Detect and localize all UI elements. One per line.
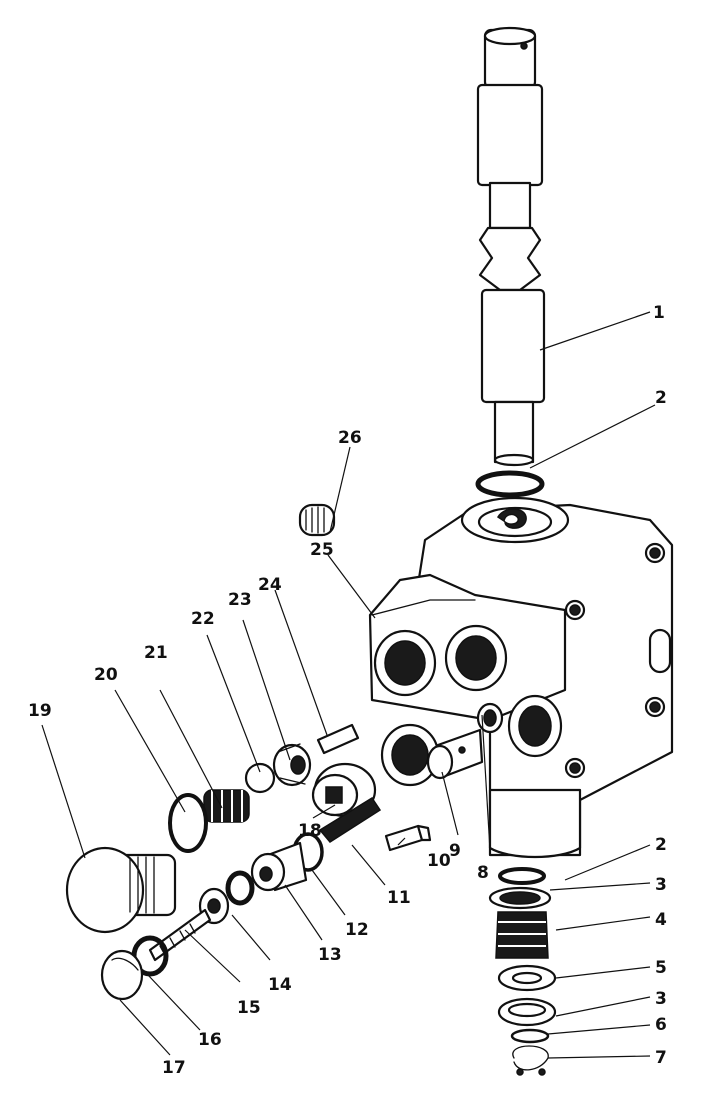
callout-4: 4 xyxy=(655,910,667,930)
plug-part-8 xyxy=(476,702,504,734)
ball-part-22 xyxy=(244,762,276,794)
plug-part-26 xyxy=(298,503,336,537)
cap-nut-part-17 xyxy=(100,949,144,1001)
callout-1: 1 xyxy=(653,303,665,323)
o-ring-part-20 xyxy=(168,793,208,853)
leader-lines xyxy=(41,311,656,1059)
callout-26: 26 xyxy=(338,428,362,448)
callout-16: 16 xyxy=(198,1030,222,1050)
piston-part-23 xyxy=(272,743,312,787)
callout-15: 15 xyxy=(237,998,261,1018)
callout-24: 24 xyxy=(258,575,282,595)
callout-23: 23 xyxy=(228,590,252,610)
callout-5: 5 xyxy=(655,958,667,978)
callout-9: 9 xyxy=(449,841,461,861)
callout-25: 25 xyxy=(310,540,334,560)
callout-17: 17 xyxy=(162,1058,186,1078)
callout-14: 14 xyxy=(268,975,292,995)
callout-13: 13 xyxy=(318,945,342,965)
callout-6: 6 xyxy=(655,1015,667,1035)
spring-part-11 xyxy=(318,796,382,843)
fitting-part-13 xyxy=(250,841,308,892)
callout-19: 19 xyxy=(28,701,52,721)
pin-part-24 xyxy=(316,723,360,755)
spring-part-21 xyxy=(203,789,250,823)
nut-part-14 xyxy=(198,870,255,925)
valve-body xyxy=(368,496,674,859)
callout-20: 20 xyxy=(94,665,118,685)
callout-3-upper: 3 xyxy=(655,875,667,895)
callout-2-bottom: 2 xyxy=(655,835,667,855)
callout-8: 8 xyxy=(477,863,489,883)
callout-12: 12 xyxy=(345,920,369,940)
callout-labels: 1 2 26 25 24 23 22 21 20 19 18 10 9 8 2 … xyxy=(28,303,667,1078)
callout-2-top: 2 xyxy=(655,388,667,408)
callout-7: 7 xyxy=(655,1048,667,1068)
o-ring-top xyxy=(475,470,545,498)
screw-part-15 xyxy=(148,908,212,962)
pin-part-10 xyxy=(384,824,432,852)
lower-spring-stack xyxy=(488,867,557,1076)
callout-11: 11 xyxy=(387,888,411,908)
callout-10: 10 xyxy=(427,851,451,871)
plug-part-19 xyxy=(65,846,177,934)
callout-21: 21 xyxy=(144,643,168,663)
spool-part xyxy=(476,26,546,467)
callout-22: 22 xyxy=(191,609,215,629)
callout-3-lower: 3 xyxy=(655,989,667,1009)
callout-18: 18 xyxy=(298,821,322,841)
sleeve-part-9 xyxy=(426,728,484,780)
